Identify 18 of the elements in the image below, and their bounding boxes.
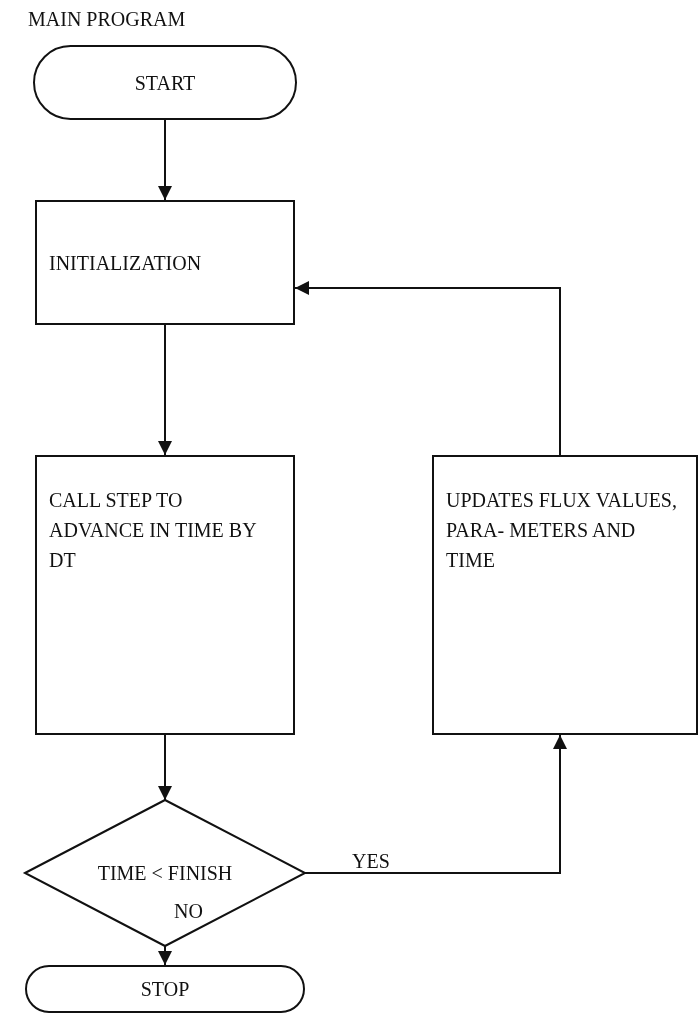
arrow — [158, 324, 172, 456]
node-text: CALL STEP TO ADVANCE IN TIME BY DT — [48, 488, 257, 573]
arrow — [158, 945, 172, 966]
terminator-shape — [25, 965, 305, 1013]
arrow — [294, 281, 561, 456]
arrow — [158, 119, 172, 201]
arrow — [304, 734, 567, 874]
diagram-title: MAIN PROGRAM — [28, 8, 186, 31]
node-text: STOP — [139, 977, 191, 1002]
decision-diamond — [25, 800, 305, 946]
node-text: TIME < FINISH — [96, 861, 234, 886]
process-box — [35, 200, 295, 325]
node-text: INITIALIZATION — [48, 250, 203, 276]
node-text: START — [133, 70, 197, 96]
arrow — [158, 734, 172, 801]
process-box — [432, 455, 698, 735]
process-box — [35, 455, 295, 735]
node-text: UPDATES FLUX VALUES, PARA- METERS AND TIME — [445, 488, 678, 573]
